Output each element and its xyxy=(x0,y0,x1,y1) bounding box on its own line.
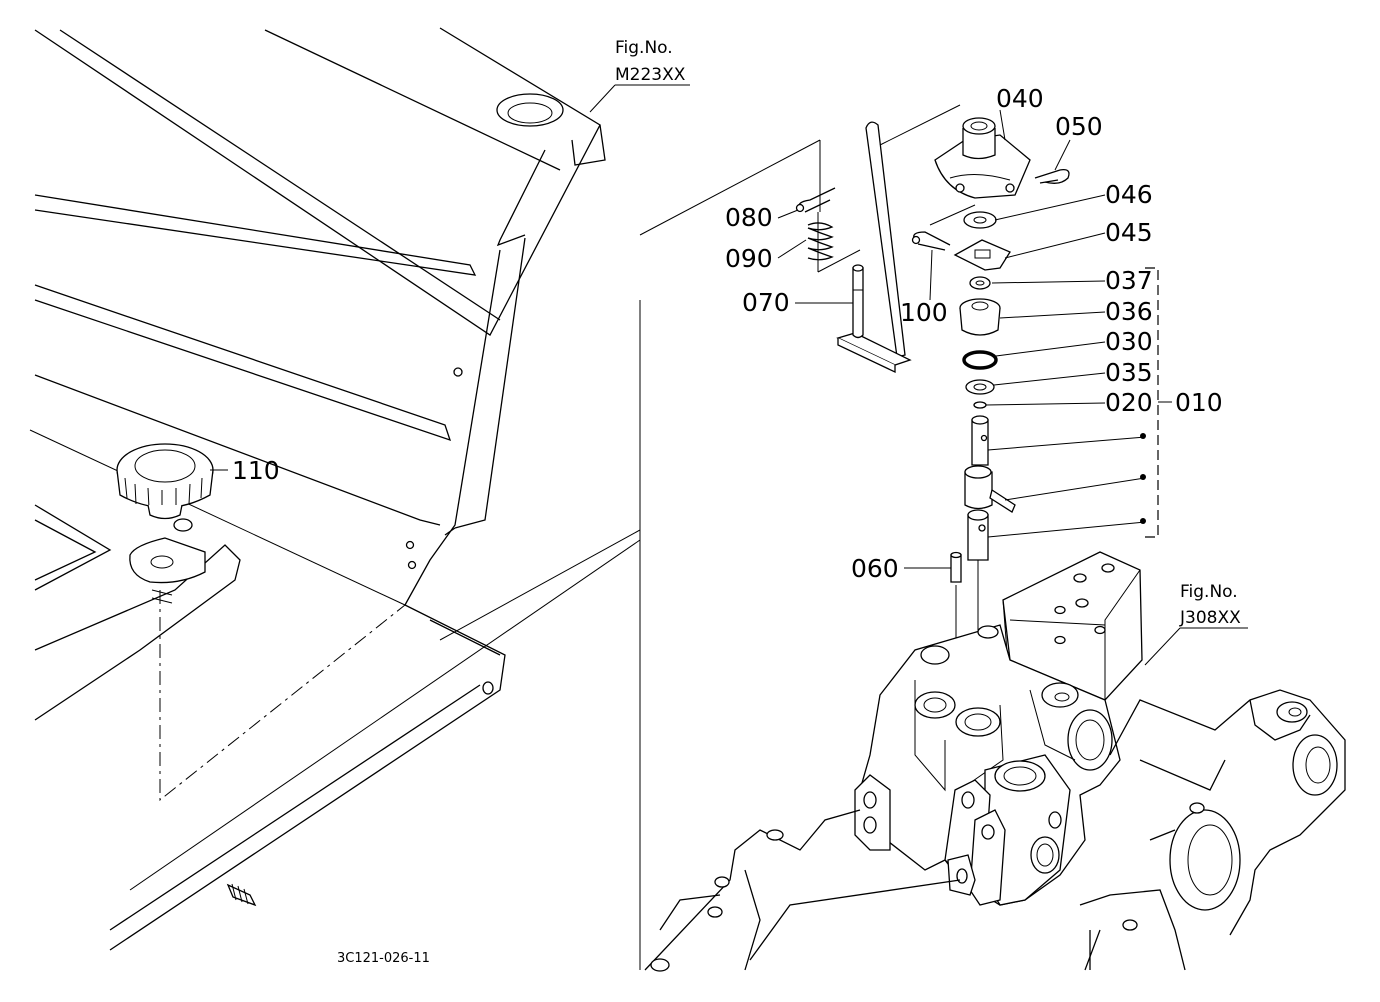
ring-020 xyxy=(973,401,987,409)
bracket-070 xyxy=(817,140,912,374)
part-label-030: 030 xyxy=(1105,327,1153,356)
lever-rod xyxy=(865,104,961,358)
figure-ref-line2: J308XX xyxy=(1179,608,1241,628)
lever-plate-040 xyxy=(934,117,1031,199)
part-label-045: 045 xyxy=(1105,218,1153,247)
part-label-050: 050 xyxy=(1055,112,1103,141)
figure-ref-line1: Fig.No. xyxy=(1180,582,1238,602)
part-label-100: 100 xyxy=(900,298,948,327)
figure-ref-m223xx: Fig.No. M223XX xyxy=(615,38,686,85)
part-label-035: 035 xyxy=(1105,358,1153,387)
washer-046 xyxy=(963,211,997,229)
part-label-020: 020 xyxy=(1105,388,1153,417)
part-label-060: 060 xyxy=(851,554,899,583)
cover-panel xyxy=(29,27,606,951)
part-label-036: 036 xyxy=(1105,297,1153,326)
part-label-090: 090 xyxy=(725,244,773,273)
threaded-stud xyxy=(226,883,257,907)
nut-036 xyxy=(959,298,1001,336)
part-label-080: 080 xyxy=(725,203,773,232)
part-label-070: 070 xyxy=(742,288,790,317)
washer-035 xyxy=(965,379,995,395)
spring-090 xyxy=(807,222,834,261)
knob-110 xyxy=(116,443,214,604)
oring-030 xyxy=(962,350,998,370)
part-label-040: 040 xyxy=(996,84,1044,113)
part-label-037: 037 xyxy=(1105,266,1153,295)
part-label-046: 046 xyxy=(1105,180,1153,209)
part-label-010: 010 xyxy=(1175,388,1223,417)
figure-ref-j308xx: Fig.No. J308XX xyxy=(1179,582,1241,628)
base-casting xyxy=(644,689,1346,972)
washer-037 xyxy=(969,276,991,290)
part-label-110: 110 xyxy=(232,456,280,485)
valve-body xyxy=(854,551,1143,906)
drawing-code: 3C121-026-11 xyxy=(337,951,430,966)
callout-leaders xyxy=(210,109,1172,569)
shaft-assembly xyxy=(964,415,1016,561)
pin-060 xyxy=(950,551,962,583)
plate-045 xyxy=(953,239,1011,271)
pin-100 xyxy=(911,204,976,251)
figure-ref-line1: Fig.No. xyxy=(615,38,673,58)
pin-080 xyxy=(795,187,836,213)
figure-ref-line2: M223XX xyxy=(615,65,686,85)
pin-050 xyxy=(1034,169,1070,184)
